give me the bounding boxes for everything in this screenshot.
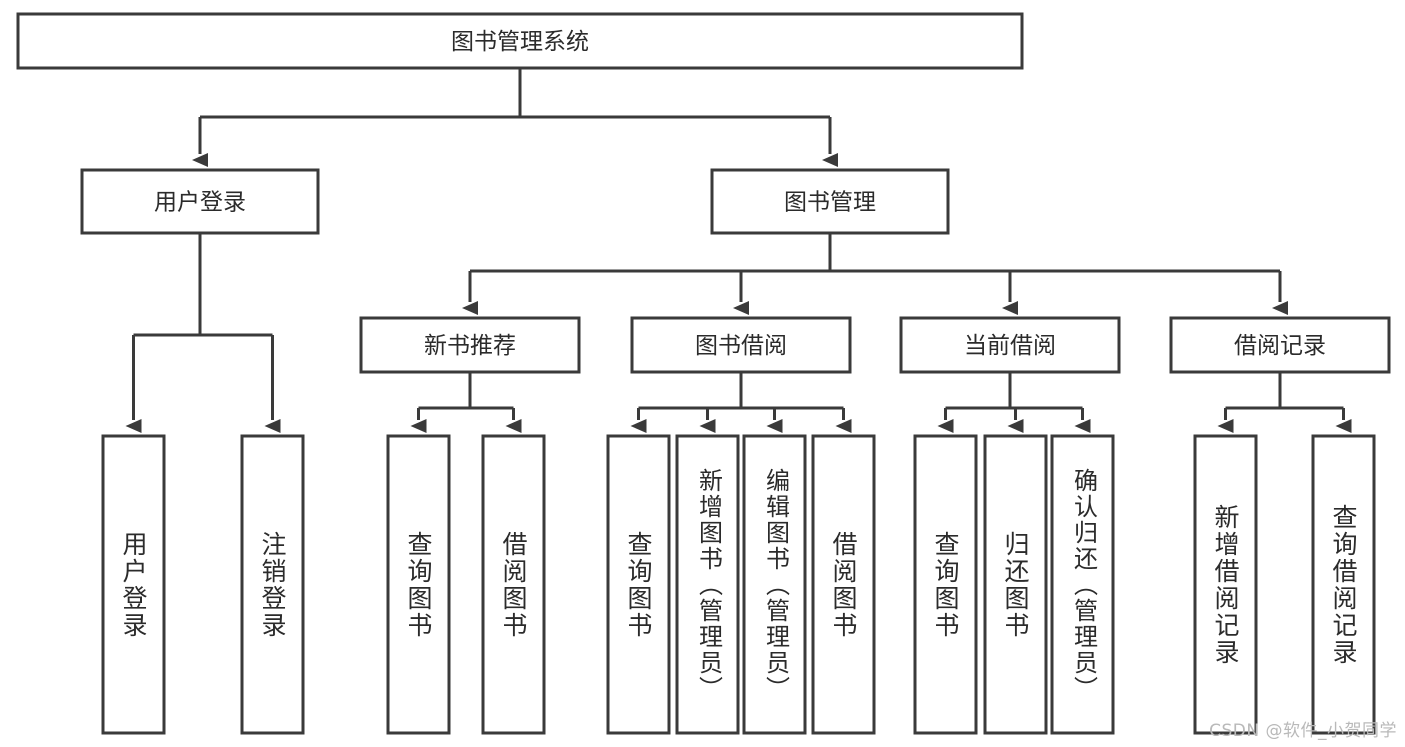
node-user-login[interactable] bbox=[80, 168, 320, 235]
node-label-book-borrow: 图书借阅 bbox=[695, 333, 787, 359]
node-leaf-borrow-book-rec[interactable] bbox=[481, 434, 546, 735]
node-leaf-user-login[interactable] bbox=[101, 434, 166, 735]
node-leaf-add-book-admin[interactable] bbox=[675, 434, 740, 735]
node-book-manage[interactable] bbox=[710, 168, 950, 235]
node-label-user-login: 用户登录 bbox=[154, 190, 246, 216]
node-new-book-recommend[interactable] bbox=[359, 316, 581, 374]
node-label-borrow-record: 借阅记录 bbox=[1234, 333, 1326, 359]
node-leaf-borrow-book[interactable] bbox=[811, 434, 876, 735]
node-label-current-borrow: 当前借阅 bbox=[964, 333, 1056, 359]
node-leaf-query-book-rec[interactable] bbox=[386, 434, 451, 735]
node-leaf-query-book-borrow[interactable] bbox=[606, 434, 671, 735]
node-leaf-query-book-current[interactable] bbox=[913, 434, 978, 735]
node-label-new-book-recommend: 新书推荐 bbox=[424, 333, 516, 359]
node-current-borrow[interactable] bbox=[899, 316, 1121, 374]
node-boxes bbox=[16, 12, 1391, 735]
node-leaf-confirm-return-admin[interactable] bbox=[1050, 434, 1115, 735]
node-book-borrow[interactable] bbox=[630, 316, 852, 374]
node-root[interactable] bbox=[16, 12, 1024, 70]
node-borrow-record[interactable] bbox=[1169, 316, 1391, 374]
watermark-text: CSDN @软件_小贺同学 bbox=[1209, 721, 1397, 741]
node-leaf-query-borrow-record[interactable] bbox=[1311, 434, 1376, 735]
node-label-root: 图书管理系统 bbox=[451, 29, 589, 55]
node-leaf-user-logout[interactable] bbox=[240, 434, 305, 735]
node-leaf-edit-book-admin[interactable] bbox=[742, 434, 807, 735]
node-leaf-add-borrow-record[interactable] bbox=[1193, 434, 1258, 735]
node-leaf-return-book[interactable] bbox=[983, 434, 1048, 735]
node-label-book-manage: 图书管理 bbox=[784, 190, 876, 216]
connector-edges bbox=[125, 68, 1352, 433]
